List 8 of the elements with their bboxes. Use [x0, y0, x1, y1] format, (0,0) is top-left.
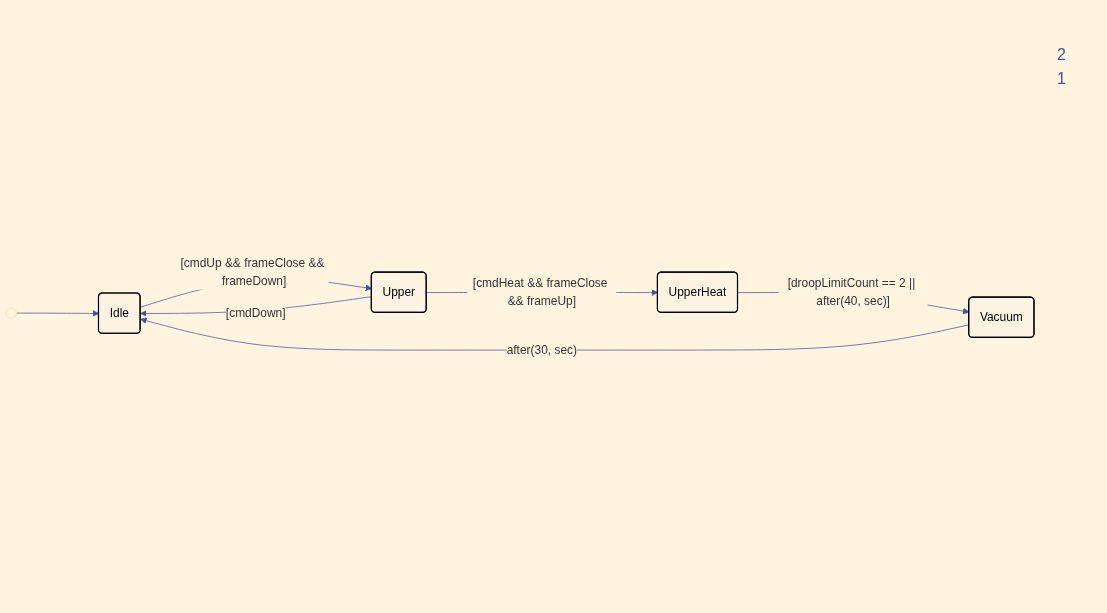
edge-label: [cmdDown] — [225, 306, 286, 320]
execution-order-number: 1 — [1057, 70, 1067, 88]
edge-label: [cmdUp && frameClose && frameDown] — [180, 256, 325, 287]
edge-label: after(30, sec) — [506, 343, 577, 357]
node-circle — [5, 307, 17, 319]
edge-label: [droopLimitCount == 2 || after(40, sec)] — [787, 276, 916, 308]
edge-label: [cmdHeat && frameClose && frameUp] — [472, 276, 608, 308]
execution-order-number: 2 — [1057, 46, 1067, 64]
